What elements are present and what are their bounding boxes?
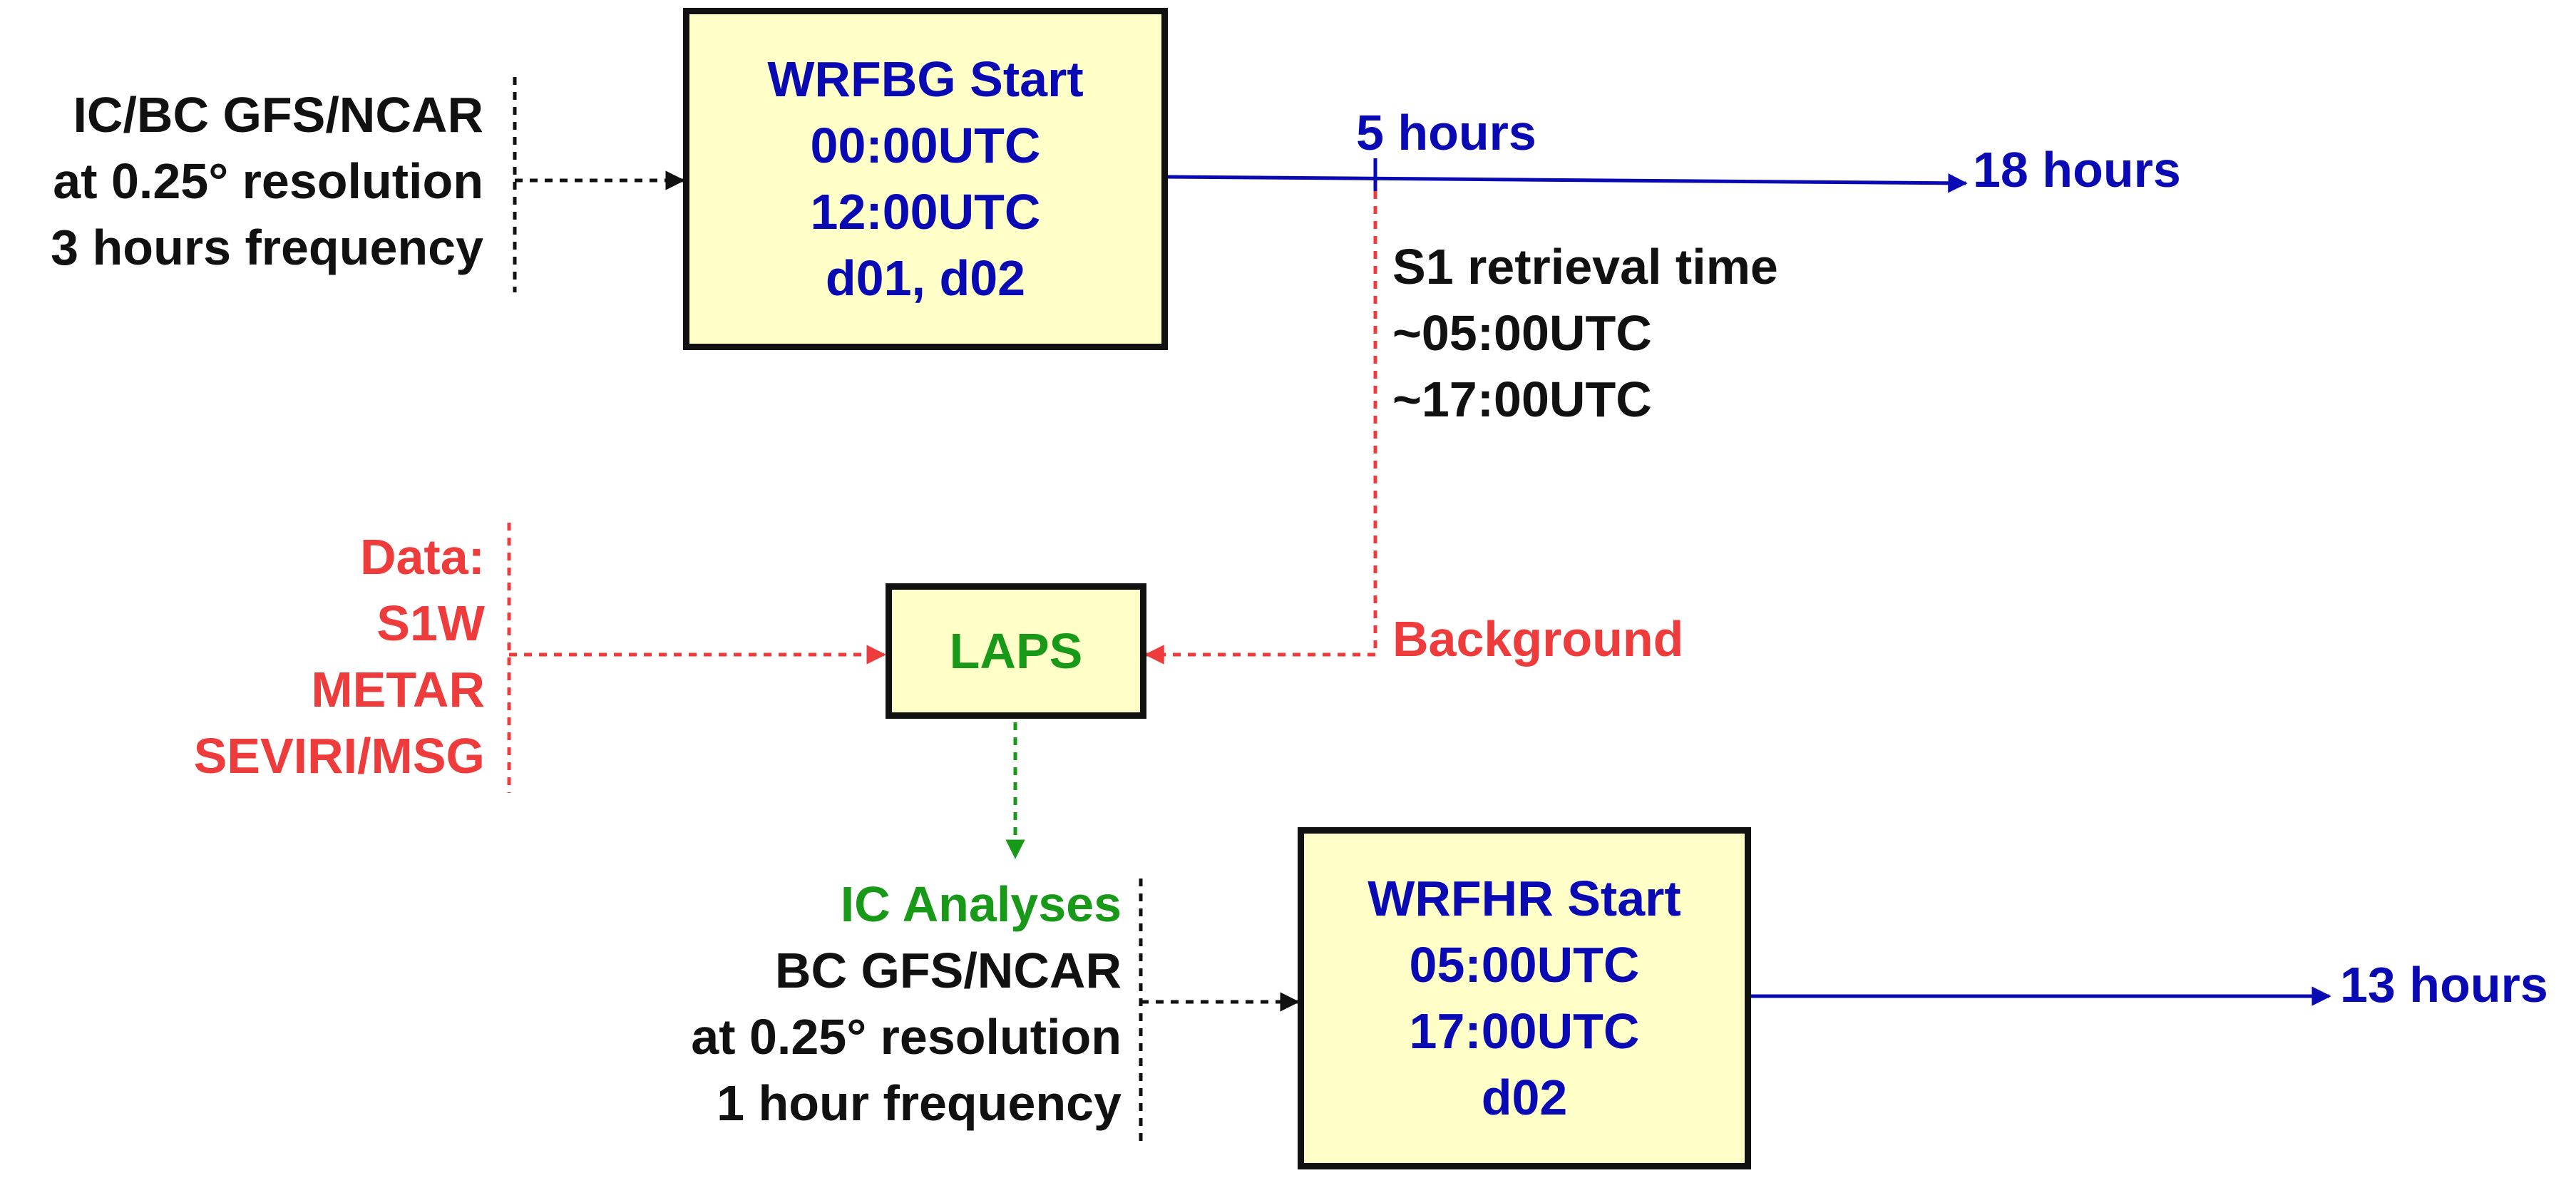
s1-retrieval-line: S1 retrieval time <box>1392 239 1778 294</box>
wrfbg-input-line: at 0.25° resolution <box>53 153 483 209</box>
wrfbg-box-line: WRFBG Start <box>767 51 1084 107</box>
wrfbg-timeline-arrow <box>1166 173 1968 193</box>
wrfhr-input-line: 1 hour frequency <box>717 1075 1122 1131</box>
wrfhr-box: WRFHR Start 05:00UTC 17:00UTC d02 <box>1298 827 1751 1169</box>
s1-retrieval-block: S1 retrieval time ~05:00UTC ~17:00UTC <box>1392 234 1778 433</box>
laps-box: LAPS <box>886 583 1146 719</box>
laps-input-line: SEVIRI/MSG <box>193 728 485 784</box>
laps-input-line: METAR <box>311 662 485 717</box>
s1-retrieval-line: ~05:00UTC <box>1392 305 1652 361</box>
wrfbg-box-line: 00:00UTC <box>810 118 1041 173</box>
background-label: Background <box>1392 611 1684 667</box>
wrfbg-box-line: 12:00UTC <box>810 184 1041 240</box>
wrfhr-input-line: BC GFS/NCAR <box>774 943 1122 998</box>
laps-input-line: Data: <box>359 529 485 585</box>
laps-input-line: S1W <box>376 595 485 651</box>
wrfbg-inputs: IC/BC GFS/NCAR at 0.25° resolution 3 hou… <box>51 82 483 281</box>
laps-box-label: LAPS <box>949 623 1083 679</box>
wrfhr-box-line: d02 <box>1481 1070 1568 1125</box>
wrfhr-box-line: 05:00UTC <box>1409 937 1640 993</box>
wrfhr-input-line: at 0.25° resolution <box>691 1009 1122 1065</box>
wrfbg-input-line: 3 hours frequency <box>51 220 483 275</box>
ic-analyses-label: IC Analyses <box>840 876 1122 932</box>
five-hours-label: 5 hours <box>1356 105 1536 160</box>
s1-retrieval-line: ~17:00UTC <box>1392 372 1652 427</box>
eighteen-hours-label: 18 hours <box>1973 142 2181 198</box>
wrfhr-box-line: 17:00UTC <box>1409 1003 1640 1059</box>
wrfhr-box-line: WRFHR Start <box>1367 871 1681 926</box>
wrfbg-input-line: IC/BC GFS/NCAR <box>73 87 483 143</box>
wrfhr-inputs: IC Analyses BC GFS/NCAR at 0.25° resolut… <box>691 871 1122 1137</box>
thirteen-hours-label: 13 hours <box>2340 957 2548 1013</box>
wrfbg-box: WRFBG Start 00:00UTC 12:00UTC d01, d02 <box>683 8 1168 350</box>
wrfbg-box-line: d01, d02 <box>825 250 1026 306</box>
laps-inputs: Data: S1W METAR SEVIRI/MSG <box>194 524 485 789</box>
